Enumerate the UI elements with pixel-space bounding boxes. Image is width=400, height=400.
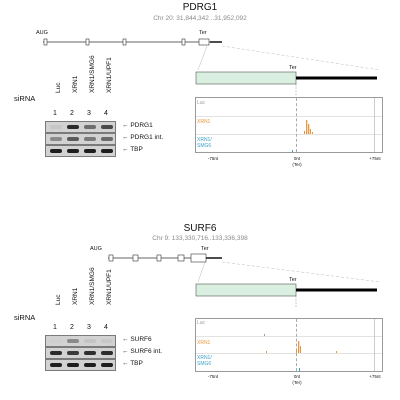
gene1-track-xrn1-smg6: XRN1/ SMG6 (197, 137, 212, 149)
gene1-band-label-pdrg1-int: ← PDRG1 int. (122, 134, 164, 141)
gene1-tick-minus75: -75nt (207, 156, 219, 161)
gene2-coverage-panel (195, 318, 383, 372)
gene2-blot-surf6-int (45, 347, 116, 359)
gene1-lane-num-2: 2 (70, 110, 74, 117)
gene2-lane-num-1: 1 (53, 324, 57, 331)
gene1-blot-tbp (45, 145, 116, 157)
gene2-coordinates: Chr 9: 133,330,716..133,336,398 (152, 235, 248, 242)
gene2-track-xrn1: XRN1 (197, 340, 211, 346)
gene2-lane-num-3: 3 (87, 324, 91, 331)
gene1-ter-label: Ter (199, 30, 207, 36)
gene2-panel-ter-label: Ter (289, 277, 297, 283)
gene2-lane-xrn1-upf1: XRN1/UPF1 (106, 269, 113, 305)
gene2-sirna-label: siRNA (14, 313, 36, 322)
gene1-aug-label: AUG (36, 30, 48, 36)
gene2-track-xrn1-smg6: XRN1/ SMG6 (197, 355, 212, 367)
gene2-map (108, 253, 381, 283)
gene2-blot-surf6 (45, 335, 116, 347)
gene1-track-xrn1: XRN1 (197, 119, 211, 125)
gene1-lane-num-4: 4 (104, 110, 108, 117)
gene1-panel-ter-label: Ter (289, 65, 297, 71)
gene1-lane-num-1: 1 (53, 110, 57, 117)
gene2-tick-zero: 0nt (Ter) (292, 374, 302, 385)
gene2-title: SURF6 (183, 223, 217, 234)
gene1-band-label-tbp: ← TBP (122, 146, 143, 153)
gene1-band-label-pdrg1: ← PDRG1 (122, 122, 153, 129)
gene1-track-luc: Luc (197, 100, 206, 106)
gene1-title: PDRG1 (182, 2, 218, 13)
gene2-aug-label: AUG (90, 246, 102, 252)
gene2-ter-label: Ter (201, 246, 209, 252)
gene2-tick-plus75: +75nt (369, 374, 381, 379)
gene2-lane-num-2: 2 (70, 324, 74, 331)
gene2-band-label-surf6: ← SURF6 (122, 336, 152, 343)
gene1-map (43, 38, 381, 71)
gene1-sirna-label: siRNA (14, 94, 36, 103)
gene1-coverage-panel (195, 97, 383, 153)
gene2-track-luc: Luc (197, 320, 206, 326)
gene1-blot-pdrg1-int (45, 133, 116, 145)
gene2-band-label-surf6-int: ← SURF6 int. (122, 348, 163, 355)
gene2-band-label-tbp: ← TBP (122, 360, 143, 367)
gene2-lane-xrn1-smg6: XRN1/SMG6 (89, 267, 96, 305)
gene1-tick-zero: 0nt (Ter) (292, 156, 302, 167)
gene2-lane-xrn1: XRN1 (72, 287, 79, 305)
gene1-zoom-transcript (195, 71, 377, 96)
gene2-lane-luc: Luc (55, 294, 62, 305)
gene1-tick-plus75: +75nt (369, 156, 381, 161)
gene1-blot-pdrg1 (45, 121, 116, 133)
gene2-lane-num-4: 4 (104, 324, 108, 331)
gene2-blot-tbp (45, 359, 116, 371)
gene2-zoom-transcript (195, 283, 377, 308)
gene2-tick-minus75: -75nt (207, 374, 219, 379)
gene1-lane-num-3: 3 (87, 110, 91, 117)
gene1-coordinates: Chr 20: 31,844,342 ..31,952,092 (153, 15, 247, 22)
